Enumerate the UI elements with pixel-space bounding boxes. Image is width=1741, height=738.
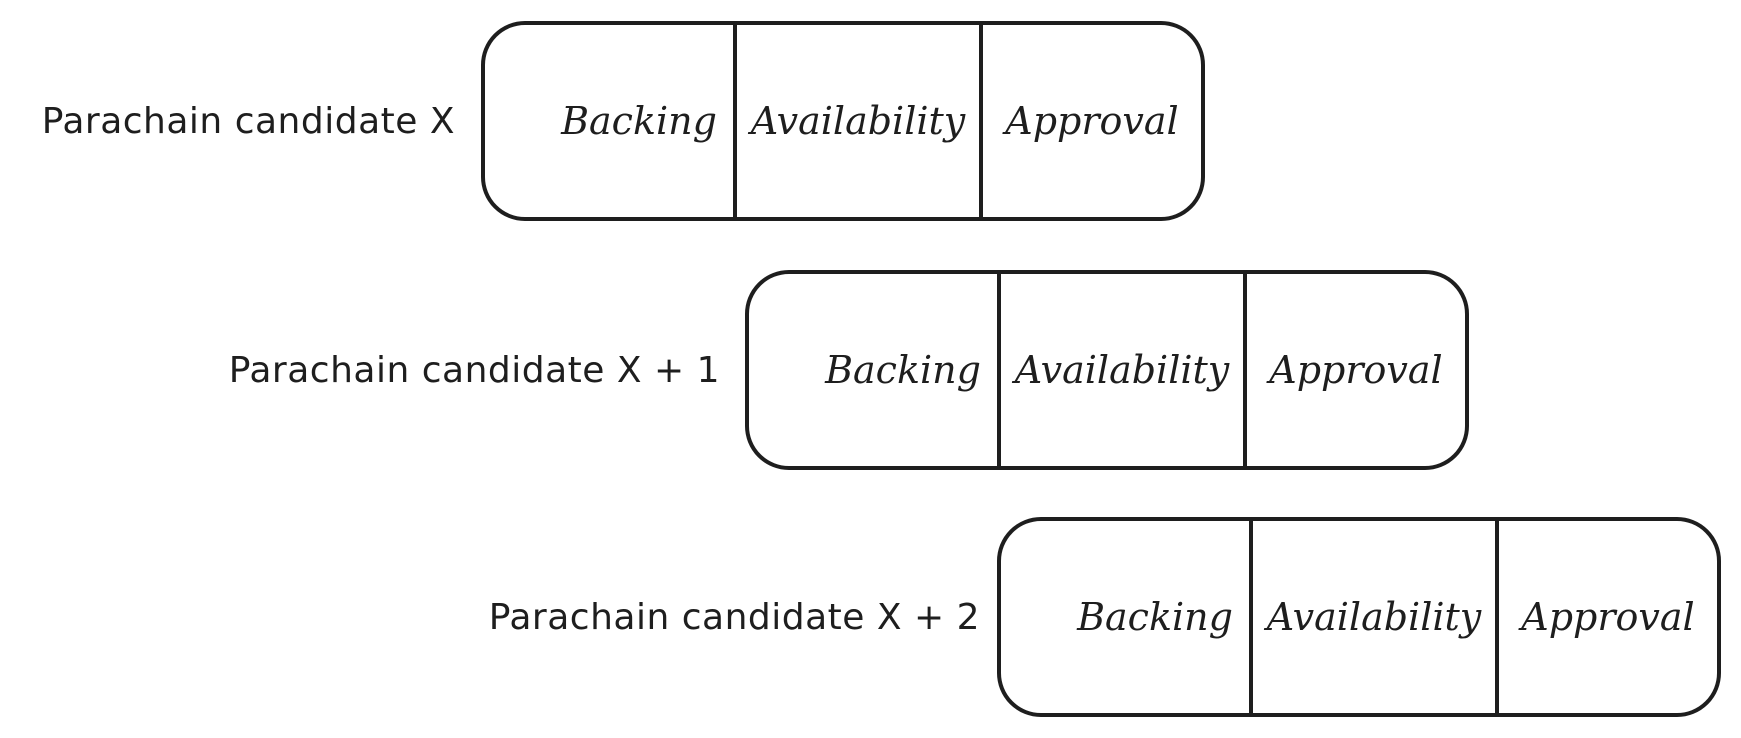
stage-backing: Backing [749, 274, 1001, 466]
stage-pipeline: Backing Availability Approval [745, 270, 1469, 470]
stage-availability: Availability [1001, 274, 1247, 466]
stage-availability: Availability [737, 25, 983, 217]
stage-backing: Backing [485, 25, 737, 217]
candidate-label: Parachain candidate X [41, 100, 455, 142]
candidate-row: Parachain candidate X + 1 Backing Availa… [0, 270, 1741, 470]
candidate-row: Parachain candidate X Backing Availabili… [0, 21, 1741, 221]
stage-approval: Approval [1521, 595, 1695, 639]
stage-pipeline: Backing Availability Approval [997, 517, 1721, 717]
stage-availability: Availability [1253, 521, 1499, 713]
stage-approval: Approval [1005, 99, 1179, 143]
candidate-row: Parachain candidate X + 2 Backing Availa… [0, 517, 1741, 717]
candidate-label: Parachain candidate X + 1 [228, 349, 720, 391]
stage-pipeline: Backing Availability Approval [481, 21, 1205, 221]
candidate-label: Parachain candidate X + 2 [488, 596, 980, 638]
stage-approval: Approval [1269, 348, 1443, 392]
stage-backing: Backing [1001, 521, 1253, 713]
